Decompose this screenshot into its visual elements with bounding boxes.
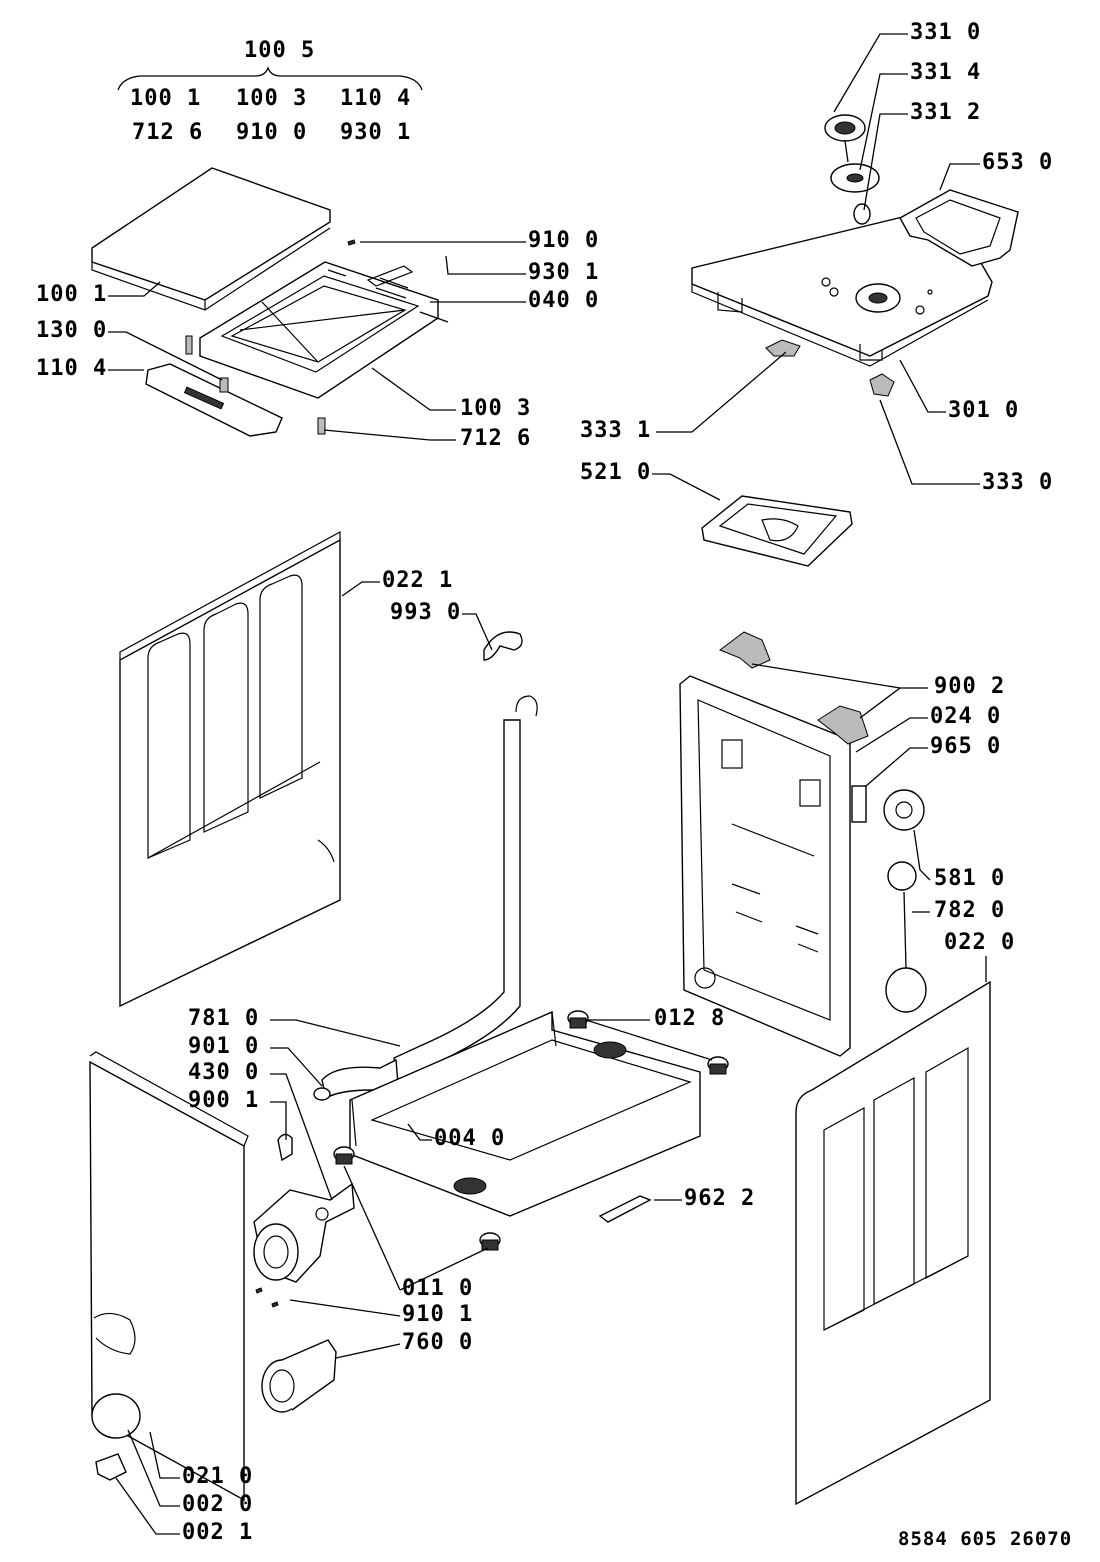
label-521-0: 521 0 [580,460,652,485]
knob-dial-part [830,163,880,193]
control-panel-part [691,205,993,367]
label-301-0: 301 0 [948,398,1020,423]
label-024-0: 024 0 [930,704,1002,729]
rear-clips [718,631,869,745]
screw-marks [255,1287,279,1308]
label-022-1: 022 1 [382,568,454,593]
label-653-0: 653 0 [982,150,1054,175]
filter-cover-part [598,1195,652,1223]
label-110-4: 110 4 [36,356,108,381]
label-900-2: 900 2 [934,674,1006,699]
label-333-0: 333 0 [982,470,1054,495]
rear-frame-panel [679,675,851,1057]
filter-part [261,1339,337,1413]
label-021-0: 021 0 [182,1464,254,1489]
label-331-2: 331 2 [910,100,982,125]
service-door-part [91,1393,141,1481]
label-040-0: 040 0 [528,288,600,313]
small-screws [185,239,449,435]
small-connector-part [851,785,867,823]
label-900-1: 900 1 [188,1088,260,1113]
label-781-0: 781 0 [188,1006,260,1031]
electronic-board-part [701,495,853,567]
pulley-part [883,789,927,1013]
drain-hose-part [313,631,538,1101]
label-760-0: 760 0 [402,1330,474,1355]
header-row2-item-2: 910 0 [236,120,308,145]
feet-parts [333,1010,729,1251]
header-assembly-number: 100 5 [244,38,316,63]
header-row1-item-3: 110 4 [340,86,412,111]
label-430-0: 430 0 [188,1060,260,1085]
label-002-0: 002 0 [182,1492,254,1517]
front-trim-part [145,363,283,437]
header-row2-item-1: 712 6 [132,120,204,145]
lid-frame-part [199,261,439,399]
label-012-8: 012 8 [654,1006,726,1031]
label-965-0: 965 0 [930,734,1002,759]
base-frame-part [349,1010,701,1217]
panel-clips [765,339,895,397]
label-100-3: 100 3 [460,396,532,421]
control-knob-part [824,114,866,163]
label-910-0: 910 0 [528,228,600,253]
label-011-0: 011 0 [402,1276,474,1301]
label-022-0: 022 0 [944,930,1016,955]
label-100-1: 100 1 [36,282,108,307]
knob-spindle-part [853,203,871,225]
header-row1-item-1: 100 1 [130,86,202,111]
leader-lines [108,33,987,1535]
label-910-1: 910 1 [402,1302,474,1327]
left-side-panel [119,530,341,1008]
pump-part [253,1182,355,1283]
header-row2-item-3: 930 1 [340,120,412,145]
document-number: 8584 605 26070 [898,1528,1073,1550]
label-002-1: 002 1 [182,1520,254,1545]
pump-clip-part [277,1133,293,1162]
label-331-0: 331 0 [910,20,982,45]
label-901-0: 901 0 [188,1034,260,1059]
top-lid-part [91,167,331,311]
front-panel [89,1051,249,1502]
label-581-0: 581 0 [934,866,1006,891]
label-004-0: 004 0 [434,1126,506,1151]
label-993-0: 993 0 [390,600,462,625]
label-930-1: 930 1 [528,260,600,285]
label-712-6: 712 6 [460,426,532,451]
label-331-4: 331 4 [910,60,982,85]
right-side-panel [795,980,991,1506]
panel-bracket-part [899,189,1019,267]
header-row1-item-2: 100 3 [236,86,308,111]
label-333-1: 333 1 [580,418,652,443]
label-130-0: 130 0 [36,318,108,343]
label-782-0: 782 0 [934,898,1006,923]
label-962-2: 962 2 [684,1186,756,1211]
header-brace [117,66,423,91]
